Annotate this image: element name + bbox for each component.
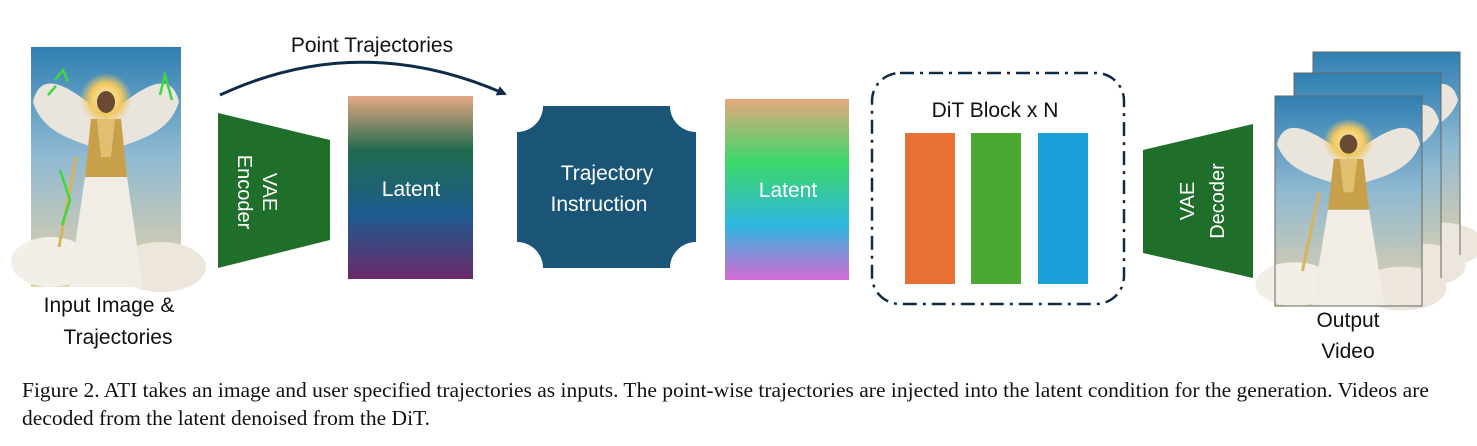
output-frame-1 — [1253, 94, 1448, 312]
output-video-frames — [1253, 50, 1477, 312]
input-label-line1: Input Image & — [44, 294, 175, 317]
trajectory-instruction-block — [517, 106, 696, 268]
vae-encoder-block — [218, 113, 330, 268]
point-trajectories-label: Point Trajectories — [291, 34, 453, 57]
output-label-line2: Video — [1321, 340, 1374, 363]
dit-layer-green — [971, 133, 1021, 284]
dit-block-label: DiT Block x N — [932, 99, 1059, 122]
latent-label-1: Latent — [382, 178, 441, 201]
dit-layer-blue — [1038, 133, 1088, 284]
figure-caption: Figure 2. ATI takes an image and user sp… — [22, 378, 1429, 430]
vae-encoder-line2: Encoder — [233, 155, 255, 230]
dit-block-container — [870, 71, 1126, 306]
latent-block-2 — [725, 99, 849, 280]
vae-decoder-line1: VAE — [1177, 182, 1199, 221]
point-trajectories-arrow — [219, 60, 507, 97]
vae-decoder-block — [1143, 124, 1253, 278]
output-label-line1: Output — [1316, 309, 1379, 332]
vae-decoder-line2: Decoder — [1207, 163, 1229, 239]
trajectory-instruction-line2: Instruction — [551, 193, 648, 216]
vae-encoder-line1: VAE — [258, 173, 280, 212]
input-image — [9, 45, 208, 294]
input-label-line2: Trajectories — [64, 326, 173, 349]
latent-label-2: Latent — [759, 179, 818, 202]
latent-block-1 — [348, 96, 473, 279]
trajectory-instruction-line1: Trajectory — [561, 162, 654, 185]
dit-layer-orange — [905, 133, 955, 284]
